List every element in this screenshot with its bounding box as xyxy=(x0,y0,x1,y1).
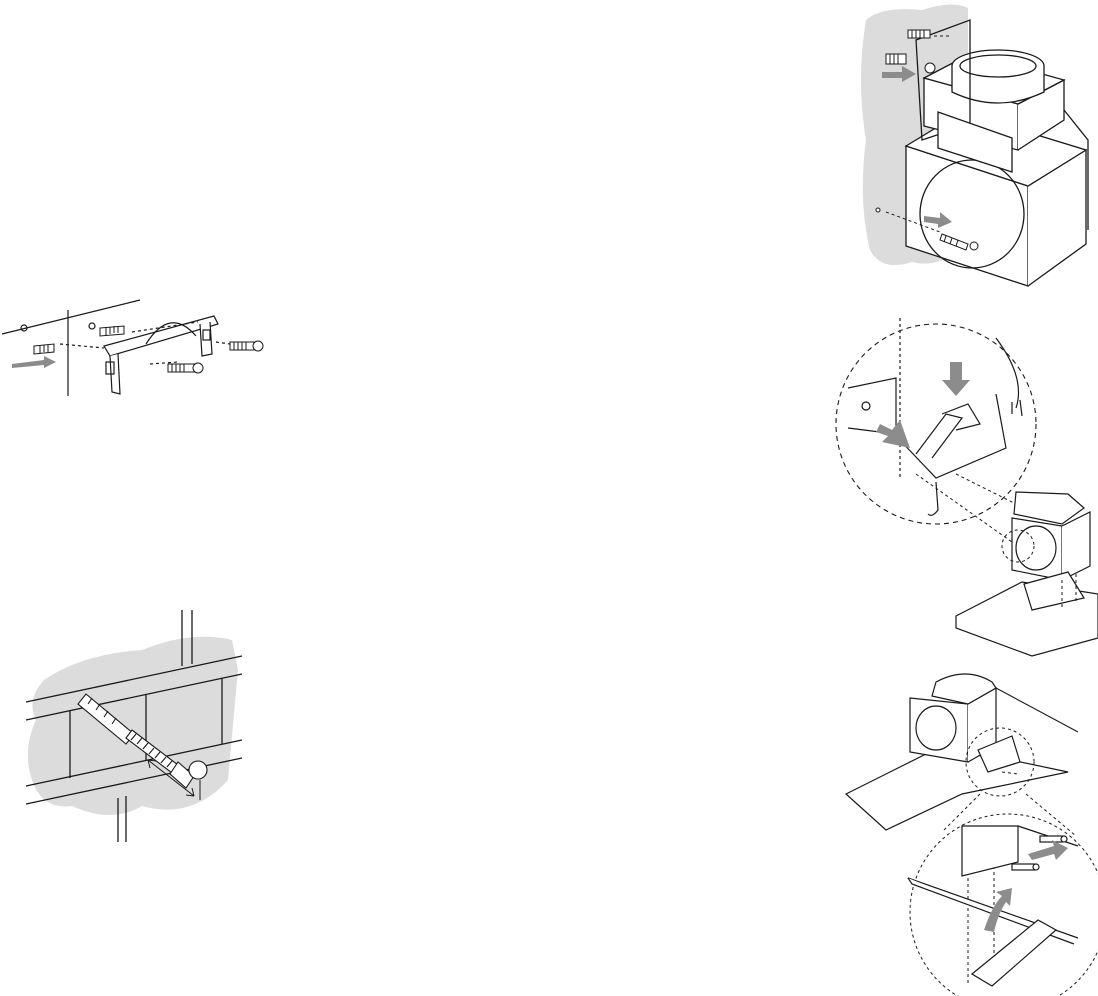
screw-fastening-detail-icon xyxy=(842,666,1098,996)
clip-detail-drawing xyxy=(836,318,1098,656)
fan-box-drawing xyxy=(852,0,1098,296)
anchor-bolt-drawing xyxy=(22,610,262,845)
wall-bracket-drawing xyxy=(0,296,270,400)
bracket-clip-detail-icon xyxy=(836,318,1098,656)
wall-bracket-screws-icon xyxy=(0,296,270,400)
wall-anchor-bolt-icon xyxy=(22,610,262,845)
screw-detail-drawing xyxy=(842,666,1098,996)
fan-box-wall-mount-icon xyxy=(852,0,1098,296)
